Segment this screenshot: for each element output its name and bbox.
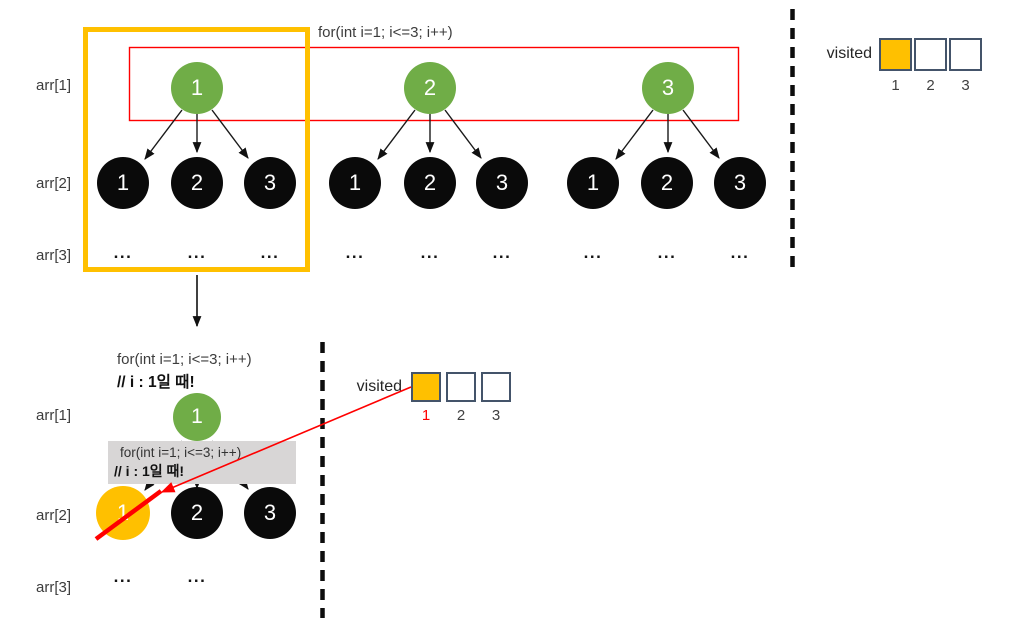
tree1-edge-left	[144, 109, 183, 160]
tree1-dots-3: ...	[260, 243, 280, 262]
bottom-dots-1: ...	[113, 567, 133, 586]
bottom-comment-label: // i : 1일 때!	[117, 374, 195, 391]
tree1-dots-1: ...	[113, 243, 133, 262]
tree2-dots-2: ...	[420, 243, 440, 262]
tree3-child-node-3: 3	[714, 157, 766, 209]
tree3-edge-right	[682, 109, 720, 159]
tree3-root-node: 3	[642, 62, 694, 114]
tree2-edge-left	[377, 109, 416, 160]
tree3-dots-3: ...	[730, 243, 750, 262]
tree2-child-node-1: 1	[329, 157, 381, 209]
loop-tooltip-box: for(int i=1; i<=3; i++) // i : 1일 때!	[108, 441, 296, 484]
top-row-label-arr2: arr[2]	[36, 175, 72, 192]
top-visited-cell-3	[949, 38, 982, 71]
top-visited-index-1: 1	[891, 77, 900, 94]
tree2-dots-3: ...	[492, 243, 512, 262]
tree3-child-node-1: 1	[567, 157, 619, 209]
tree3-dots-2: ...	[657, 243, 677, 262]
tree2-child-node-2: 2	[404, 157, 456, 209]
bottom-visited-index-1: 1	[421, 407, 431, 424]
bottom-visited-cell-3	[481, 372, 511, 402]
tree2-root-node: 2	[404, 62, 456, 114]
bottom-dots-2: ...	[187, 567, 207, 586]
bottom-row-label-arr3: arr[3]	[36, 579, 72, 596]
tree1-root-node: 1	[171, 62, 223, 114]
top-visited-index-3: 3	[961, 77, 970, 94]
bottom-root-node: 1	[173, 393, 221, 441]
bottom-visited-cell-2	[446, 372, 476, 402]
top-visited-cell-2	[914, 38, 947, 71]
top-loop-code-label: for(int i=1; i<=3; i++)	[318, 24, 453, 41]
tree2-edge-right	[444, 109, 482, 159]
tree3-edge-left	[615, 109, 654, 160]
top-visited-cell-1	[879, 38, 912, 71]
bottom-child-node-1-visited: 1	[96, 486, 150, 540]
tree3-child-node-2: 2	[641, 157, 693, 209]
bottom-row-label-arr2: arr[2]	[36, 507, 72, 524]
bottom-visited-label: visited	[356, 378, 402, 395]
top-visited-label: visited	[826, 45, 872, 62]
bottom-visited-index-2: 2	[456, 407, 466, 424]
tree1-child-node-3: 3	[244, 157, 296, 209]
tooltip-comment-label: // i : 1일 때!	[114, 463, 185, 479]
tree2-child-node-3: 3	[476, 157, 528, 209]
bottom-child-node-2: 2	[171, 487, 223, 539]
tree3-dots-1: ...	[583, 243, 603, 262]
top-row-label-arr1: arr[1]	[36, 77, 72, 94]
bottom-visited-cell-1	[411, 372, 441, 402]
tooltip-loop-code-label: for(int i=1; i<=3; i++)	[120, 445, 242, 460]
bottom-row-label-arr1: arr[1]	[36, 407, 72, 424]
tree2-dots-1: ...	[345, 243, 365, 262]
tree1-dots-2: ...	[187, 243, 207, 262]
tree1-child-node-2: 2	[171, 157, 223, 209]
tree1-edge-right	[211, 109, 249, 159]
bottom-visited-index-3: 3	[491, 407, 501, 424]
tree1-child-node-1: 1	[97, 157, 149, 209]
top-row-label-arr3: arr[3]	[36, 247, 72, 264]
bottom-child-node-3: 3	[244, 487, 296, 539]
top-visited-index-2: 2	[926, 77, 935, 94]
bottom-loop-code-label: for(int i=1; i<=3; i++)	[117, 351, 252, 368]
